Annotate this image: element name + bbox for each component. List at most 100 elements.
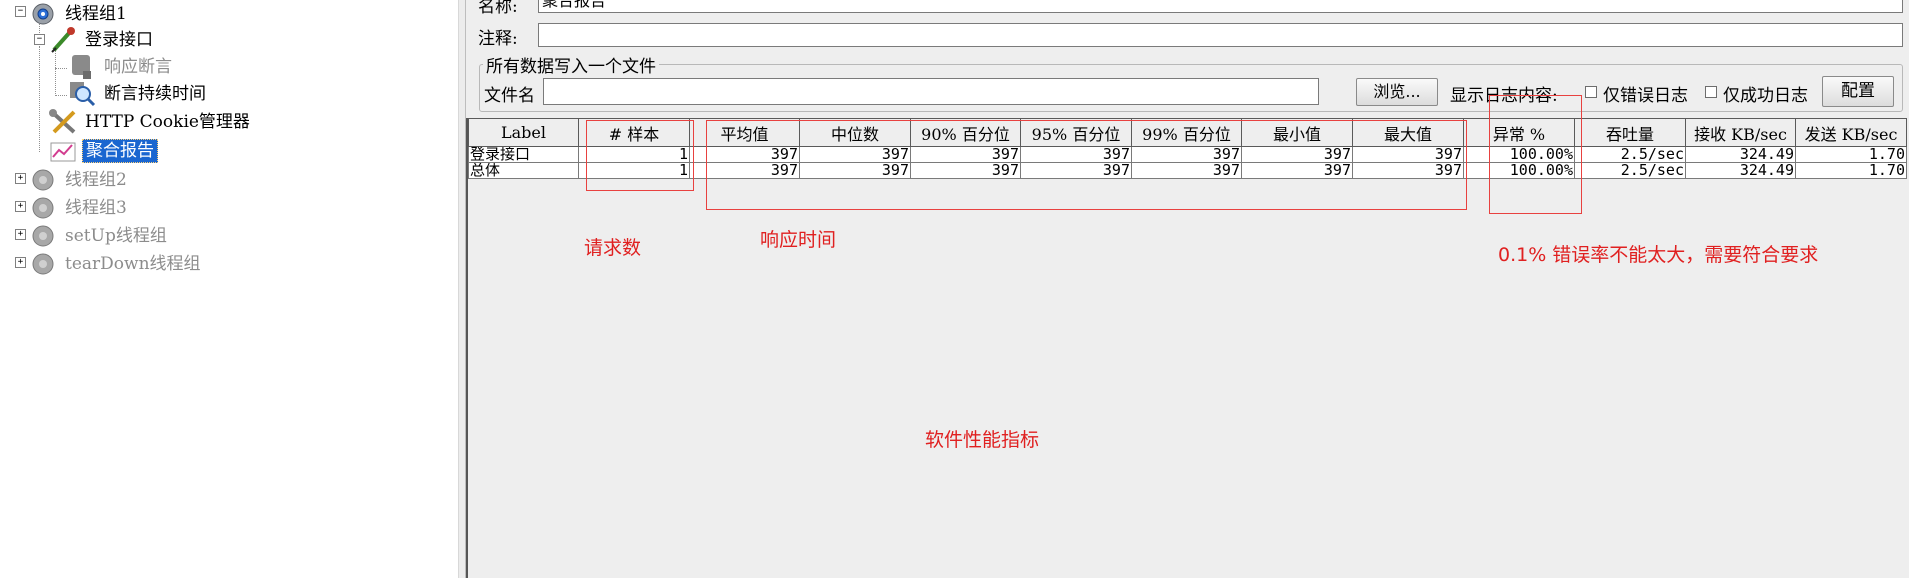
column-header-99-percentile[interactable]: 99% 百分位: [1131, 118, 1242, 147]
chart-listener-icon: [50, 142, 76, 162]
table-cell: 324.49: [1685, 146, 1796, 163]
name-label: 名称:: [478, 0, 518, 17]
tree-connector: [55, 46, 56, 96]
table-cell: 1.70: [1795, 146, 1907, 163]
collapse-icon[interactable]: −: [34, 34, 45, 45]
table-cell: 397: [1241, 146, 1353, 163]
success-only-label: 仅成功日志: [1723, 86, 1808, 106]
column-header-throughput[interactable]: 吞吐量: [1574, 118, 1686, 147]
expand-icon[interactable]: +: [15, 257, 26, 268]
table-cell: 2.5/sec: [1574, 162, 1686, 179]
table-cell: 397: [1352, 146, 1464, 163]
results-area: Label # 样本 平均值 中位数 90% 百分位 95% 百分位 99% 百…: [466, 95, 1909, 578]
column-header-sent-kb[interactable]: 发送 KB/sec: [1795, 118, 1907, 147]
success-only-checkbox[interactable]: [1705, 86, 1717, 98]
comment-label: 注释:: [478, 29, 518, 49]
gear-icon: [32, 3, 54, 25]
table-cell: 397: [1020, 162, 1132, 179]
tree-connector: [39, 22, 40, 41]
tree-connector: [39, 46, 40, 152]
table-cell: 324.49: [1685, 162, 1796, 179]
gear-icon: [32, 197, 54, 219]
table-cell: 397: [689, 162, 800, 179]
tree-item-label: 线程组2: [65, 170, 127, 190]
column-header-average[interactable]: 平均值: [689, 118, 800, 147]
tree-item-label: setUp线程组: [65, 226, 167, 246]
log-display-label: 显示日志内容:: [1450, 86, 1558, 106]
filename-input[interactable]: [543, 78, 1319, 105]
column-header-samples[interactable]: # 样本: [578, 118, 690, 147]
pipette-sampler-icon: [51, 27, 75, 53]
gear-icon: [32, 169, 54, 191]
expand-icon[interactable]: +: [15, 229, 26, 240]
column-header-95-percentile[interactable]: 95% 百分位: [1020, 118, 1132, 147]
column-header-max[interactable]: 最大值: [1352, 118, 1464, 147]
table-cell: 397: [1131, 146, 1242, 163]
aggregate-report-panel: 名称: 聚合报告 注释: 所有数据写入一个文件 文件名 浏览... 显示日志内容…: [466, 0, 1909, 578]
table-row[interactable]: 登录接口 1 397 397 397 397 397 397 397 100.0…: [468, 146, 1907, 163]
table-cell: 总体: [468, 162, 579, 179]
filename-label: 文件名: [484, 86, 535, 106]
tree-item-thread-group-3[interactable]: 线程组3: [28, 194, 130, 222]
tree-item-label: 聚合报告: [82, 139, 158, 163]
tree-item-cookie-manager[interactable]: HTTP Cookie管理器: [48, 108, 253, 136]
expand-icon[interactable]: +: [15, 173, 26, 184]
table-cell: 登录接口: [468, 146, 579, 163]
tree-item-aggregate-report[interactable]: 聚合报告: [48, 137, 158, 165]
samples-annotation: 请求数: [584, 237, 642, 259]
table-cell: 397: [910, 146, 1021, 163]
errors-only-checkbox[interactable]: [1585, 86, 1597, 98]
table-cell: 1: [578, 162, 690, 179]
tree-item-login-sampler[interactable]: 登录接口: [48, 26, 156, 54]
table-row[interactable]: 总体 1 397 397 397 397 397 397 397 100.00%…: [468, 162, 1907, 179]
browse-button[interactable]: 浏览...: [1356, 78, 1438, 106]
magnifier-assertion-icon: [70, 82, 96, 107]
gear-icon: [32, 253, 54, 275]
tree-item-label: HTTP Cookie管理器: [85, 112, 250, 132]
collapse-icon[interactable]: −: [15, 6, 26, 17]
tools-icon: [49, 109, 76, 134]
expand-icon[interactable]: +: [15, 201, 26, 212]
tree-item-label: 响应断言: [104, 57, 172, 77]
table-header-row: Label # 样本 平均值 中位数 90% 百分位 95% 百分位 99% 百…: [468, 118, 1907, 147]
table-cell: 397: [799, 162, 911, 179]
table-cell: 1: [578, 146, 690, 163]
column-header-min[interactable]: 最小值: [1241, 118, 1353, 147]
table-cell: 2.5/sec: [1574, 146, 1686, 163]
table-cell: 100.00%: [1463, 146, 1575, 163]
table-cell: 1.70: [1795, 162, 1907, 179]
column-header-label[interactable]: Label: [468, 118, 579, 147]
table-cell: 397: [1131, 162, 1242, 179]
results-table: Label # 样本 平均值 中位数 90% 百分位 95% 百分位 99% 百…: [468, 118, 1907, 179]
comment-field[interactable]: [538, 23, 1903, 47]
table-cell: 397: [1020, 146, 1132, 163]
response-time-highlight-box: [706, 120, 1467, 210]
table-cell: 397: [910, 162, 1021, 179]
error-rate-annotation: 0.1% 错误率不能太大，需要符合要求: [1498, 244, 1819, 266]
column-header-error-percent[interactable]: 异常 %: [1463, 118, 1575, 147]
error-rate-highlight-box: [1489, 95, 1582, 214]
tree-connector: [55, 95, 67, 96]
performance-annotation: 软件性能指标: [925, 429, 1040, 451]
column-header-median[interactable]: 中位数: [799, 118, 911, 147]
tree-item-label: 断言持续时间: [104, 84, 206, 104]
column-header-received-kb[interactable]: 接收 KB/sec: [1685, 118, 1796, 147]
column-header-90-percentile[interactable]: 90% 百分位: [910, 118, 1021, 147]
tree-item-thread-group-1[interactable]: 线程组1: [28, 0, 130, 28]
tree-item-thread-group-2[interactable]: 线程组2: [28, 166, 130, 194]
tree-item-setup-thread-group[interactable]: setUp线程组: [28, 222, 170, 250]
tree-item-label: 登录接口: [85, 30, 153, 50]
tree-item-teardown-thread-group[interactable]: tearDown线程组: [28, 250, 204, 278]
tree-item-label: 线程组1: [65, 4, 127, 24]
config-button[interactable]: 配置: [1822, 76, 1894, 107]
gear-icon: [32, 225, 54, 247]
samples-highlight-box: [586, 120, 694, 191]
file-groupbox: [479, 64, 1903, 112]
tree-item-duration-assertion[interactable]: 断言持续时间: [67, 80, 209, 108]
panel-splitter[interactable]: [458, 0, 466, 578]
assertion-icon: [72, 55, 91, 79]
tree-connector: [55, 68, 67, 69]
tree-item-response-assertion[interactable]: 响应断言: [67, 53, 175, 81]
name-field[interactable]: 聚合报告: [538, 0, 1903, 13]
tree-item-label: 线程组3: [65, 198, 127, 218]
